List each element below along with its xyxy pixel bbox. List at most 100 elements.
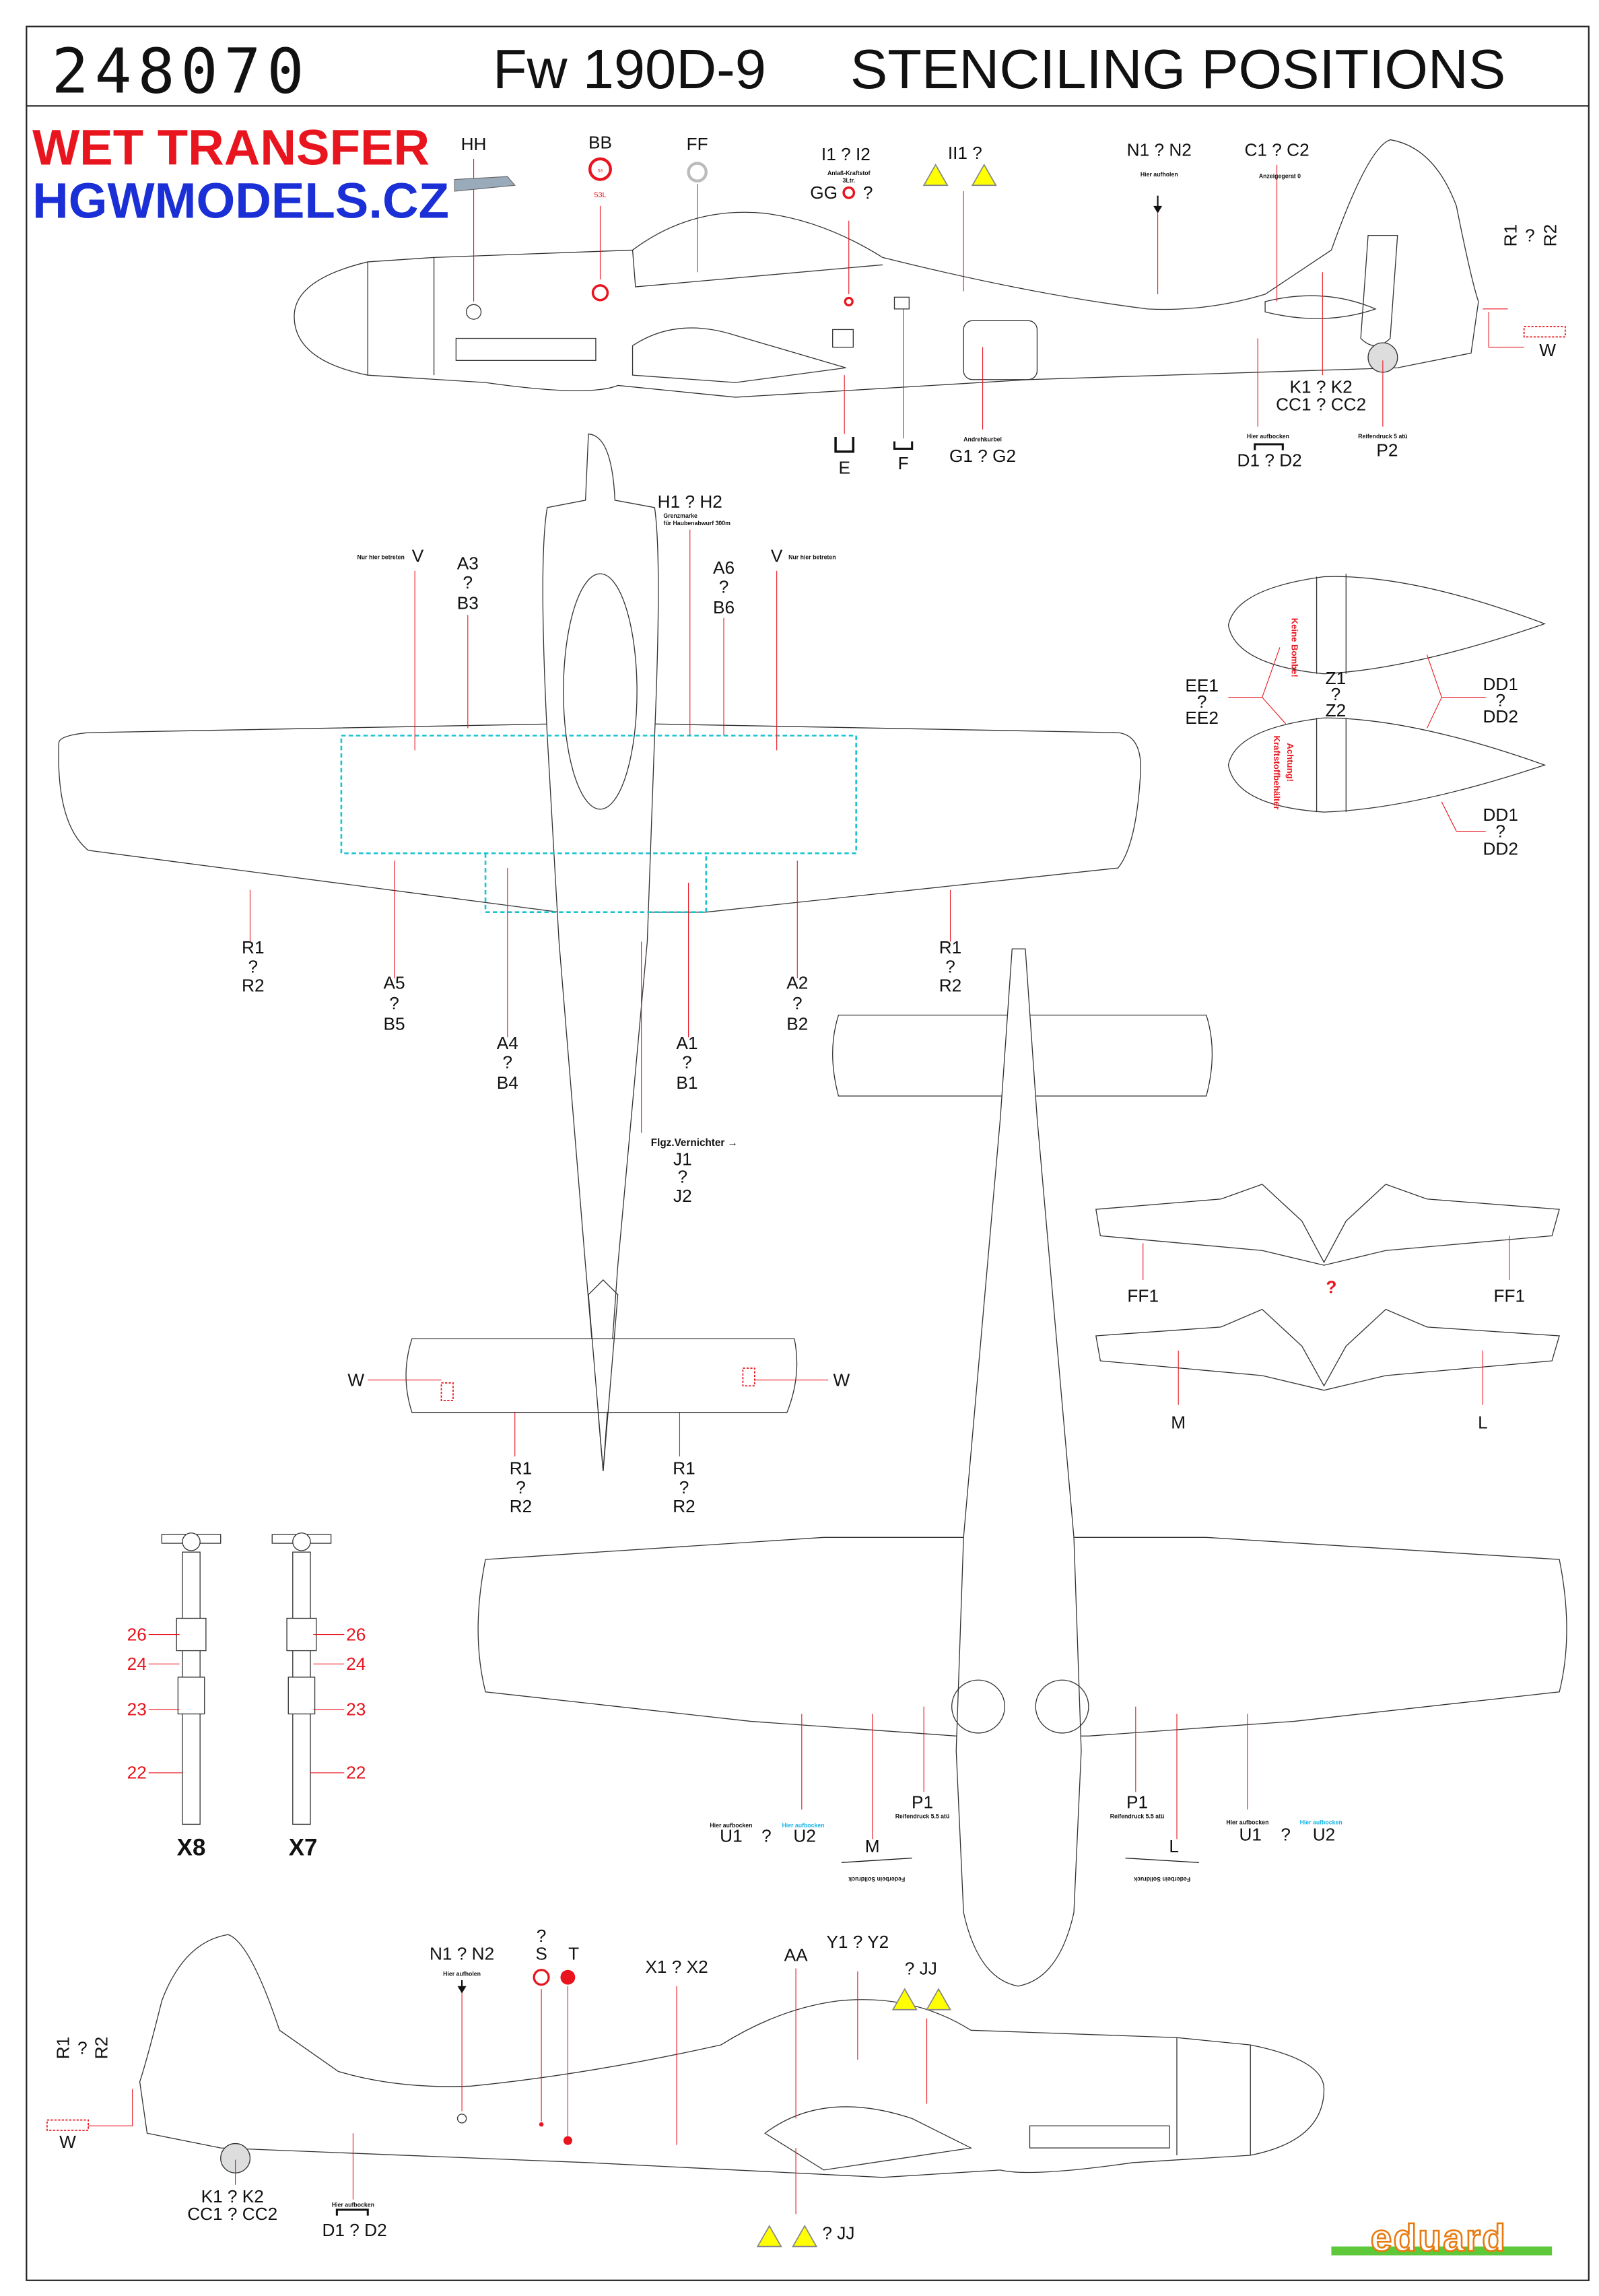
label-22: 22: [346, 1763, 366, 1783]
label-ff1: FF1: [1493, 1286, 1525, 1306]
label-q: ?: [679, 1477, 689, 1497]
drop-tanks: Keine Bombe! Kraftstoffbehälter Achtung!…: [1185, 574, 1546, 858]
label-u2: U2: [1313, 1824, 1336, 1844]
label-q: ?: [945, 956, 955, 976]
label-hh: HH: [461, 134, 487, 154]
text-anlass-kraftstoff: Anlaß-Kraftstof: [827, 170, 871, 176]
label-r2: R2: [1540, 224, 1561, 247]
w-decal: [46, 2119, 89, 2131]
label-cc1-cc2: CC1 ? CC2: [1276, 395, 1366, 415]
e-bracket-icon: [834, 436, 855, 453]
label-ff: FF: [687, 134, 708, 154]
underside-fuselage: [955, 948, 1082, 1987]
label-q: ?: [389, 993, 399, 1013]
gear-leg-x8: [161, 1532, 222, 1825]
label-c1-c2: C1 ? C2: [1244, 140, 1309, 160]
label-v: V: [771, 546, 783, 566]
label-bb: BB: [588, 133, 612, 153]
label-v: V: [412, 546, 424, 566]
text-nur-hier-betreten: Nur hier betreten: [358, 553, 405, 560]
label-b1: B1: [676, 1073, 698, 1093]
label-a4: A4: [497, 1033, 518, 1053]
underside-view: P1 Reifendruck 5.5 atü P1 Reifendruck 5.…: [477, 948, 1567, 1987]
label-z1: Z1: [1326, 668, 1347, 688]
label-gg: GG: [810, 182, 838, 203]
fuselage-outline: [139, 1934, 1325, 2178]
label-u2: U2: [793, 1826, 816, 1846]
label-23: 23: [346, 1699, 366, 1720]
label-s: S: [535, 1943, 547, 1963]
text-hier-aufbocken: Hier aufbocken: [332, 2202, 374, 2208]
warning-triangle-icon: [926, 1988, 952, 2011]
label-f: F: [898, 453, 909, 473]
label-r1: R1: [673, 1458, 695, 1478]
label-x8: X8: [177, 1834, 206, 1860]
label-r1: R1: [510, 1458, 533, 1478]
label-q: ?: [503, 1052, 513, 1072]
gg-decal: [844, 296, 854, 307]
e-decal-position: [832, 329, 854, 348]
drop-tank-lower: [1227, 717, 1546, 813]
exhaust-stacks: [455, 337, 597, 361]
label-q: ?: [516, 1477, 526, 1497]
exhaust-stacks: [1029, 2125, 1170, 2149]
label-r1: R1: [1501, 224, 1521, 247]
t-decal-position: [563, 2136, 572, 2145]
gear-leg-x7: [271, 1532, 332, 1825]
label-q-red: ?: [1326, 1277, 1336, 1297]
label-j1: J1: [673, 1149, 692, 1170]
label-a5: A5: [384, 972, 405, 992]
ff-decal: [687, 162, 708, 182]
label-dd2: DD2: [1483, 706, 1518, 727]
label-r2: R2: [92, 2037, 112, 2060]
label-ff1: FF1: [1127, 1286, 1159, 1306]
arrow-down-icon: [457, 1986, 467, 1994]
label-a6: A6: [713, 558, 735, 578]
wing-root: [632, 327, 846, 383]
text-nur-hier-betreten: Nur hier betreten: [788, 553, 836, 560]
fuselage-outline: [294, 139, 1479, 398]
tailplane-outline: [405, 1338, 798, 1413]
text-hier-aufbocken: Hier aufbocken: [1226, 1819, 1268, 1825]
label-q: ?: [719, 577, 729, 597]
gear-doors-lower: [1095, 1308, 1560, 1391]
label-n1-n2: N1 ? N2: [430, 1943, 494, 1963]
f-bracket-icon: [893, 441, 914, 450]
label-a1: A1: [676, 1033, 698, 1053]
text-hier-aufholen: Hier aufholen: [1141, 171, 1178, 178]
text-federbein-solldruck: Federbein Solldruck: [848, 1876, 905, 1883]
label-r1: R1: [939, 937, 962, 957]
label-l: L: [1169, 1836, 1179, 1856]
label-m: M: [865, 1836, 880, 1856]
label-r2: R2: [242, 976, 265, 996]
label-q: ?: [1495, 821, 1505, 841]
walkway-area: [340, 735, 857, 854]
label-j2: J2: [673, 1186, 692, 1206]
text-grenzmarke: Grenzmarke: [663, 512, 698, 519]
hatch: [963, 320, 1038, 380]
bb-decal-text: 53: [598, 169, 603, 174]
catalog-number: 248070: [51, 36, 310, 108]
wheel-well-left: [951, 1679, 1006, 1734]
label-r1: R1: [53, 2037, 73, 2060]
label-a3: A3: [457, 553, 479, 574]
text-anzeigegerat: Anzeigegerat 0: [1259, 172, 1301, 179]
label-ii1: II1 ?: [948, 143, 982, 163]
label-g1-g2: G1 ? G2: [949, 446, 1016, 466]
label-p1: P1: [1126, 1792, 1148, 1812]
label-y1-y2: Y1 ? Y2: [826, 1932, 889, 1952]
warning-triangle-icon: [756, 2225, 782, 2248]
label-m: M: [1171, 1413, 1186, 1433]
label-q: ?: [1495, 690, 1505, 710]
label-r2: R2: [510, 1496, 533, 1516]
warning-triangle-icon: [922, 163, 949, 187]
label-h1-h2: H1 ? H2: [658, 492, 722, 512]
label-dd1: DD1: [1483, 674, 1518, 694]
label-q: ?: [1331, 684, 1341, 704]
text-3ltr: 3Ltr.: [843, 177, 855, 184]
text-hier-aufbocken-cyan: Hier aufbocken: [782, 1822, 824, 1829]
text-hier-aufbocken: Hier aufbocken: [710, 1822, 752, 1829]
label-x7: X7: [289, 1834, 318, 1860]
label-q: ?: [248, 956, 259, 976]
label-r1: R1: [242, 937, 265, 957]
